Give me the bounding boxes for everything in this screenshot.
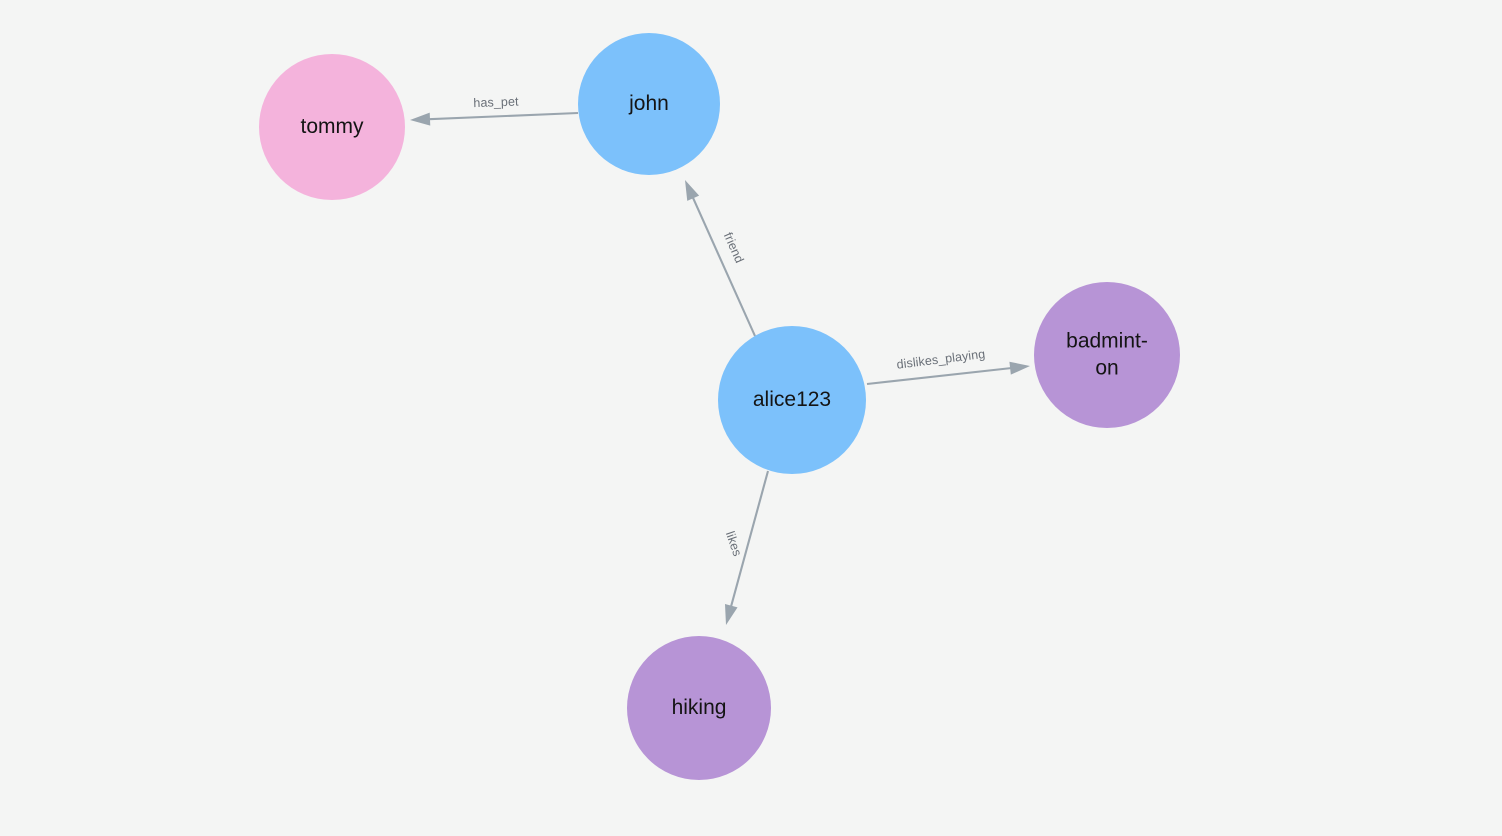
graph-node-tommy[interactable]: tommy (259, 54, 405, 200)
edge-line (866, 366, 1015, 386)
graph-node-john[interactable]: john (578, 33, 720, 175)
graph-edge[interactable] (410, 111, 579, 126)
node-label: john (628, 92, 669, 115)
node-label: tommy (301, 115, 365, 138)
edge-label: friend (721, 230, 747, 265)
graph-edge[interactable] (685, 180, 756, 337)
node-circle[interactable] (718, 326, 866, 474)
node-circle[interactable] (627, 636, 771, 780)
graph-edge[interactable] (724, 470, 770, 625)
edge-label: dislikes_playing (896, 347, 986, 372)
node-circle[interactable] (578, 33, 720, 175)
node-label: hiking (672, 696, 727, 719)
graph-node-hiking[interactable]: hiking (627, 636, 771, 780)
edge-label: likes (723, 529, 745, 558)
edge-arrowhead-icon (410, 112, 431, 126)
edges-layer (410, 111, 1030, 625)
node-label: badmint-on (1066, 329, 1148, 379)
edge-arrowhead-icon (1009, 361, 1030, 375)
edge-arrowhead-icon (685, 180, 700, 201)
edge-line (729, 470, 770, 610)
graph-node-alice123[interactable]: alice123 (718, 326, 866, 474)
node-label: alice123 (753, 388, 831, 411)
graph-edge[interactable] (866, 361, 1030, 386)
node-circle[interactable] (259, 54, 405, 200)
node-circle[interactable] (1034, 282, 1180, 428)
edge-line (690, 194, 756, 337)
nodes-layer: tommy john alice123 badmint-on hiking (259, 33, 1180, 780)
edge-line (425, 111, 579, 121)
edge-label: has_pet (473, 94, 519, 110)
edge-arrowhead-icon (724, 603, 738, 625)
graph-node-badminton[interactable]: badmint-on (1034, 282, 1180, 428)
